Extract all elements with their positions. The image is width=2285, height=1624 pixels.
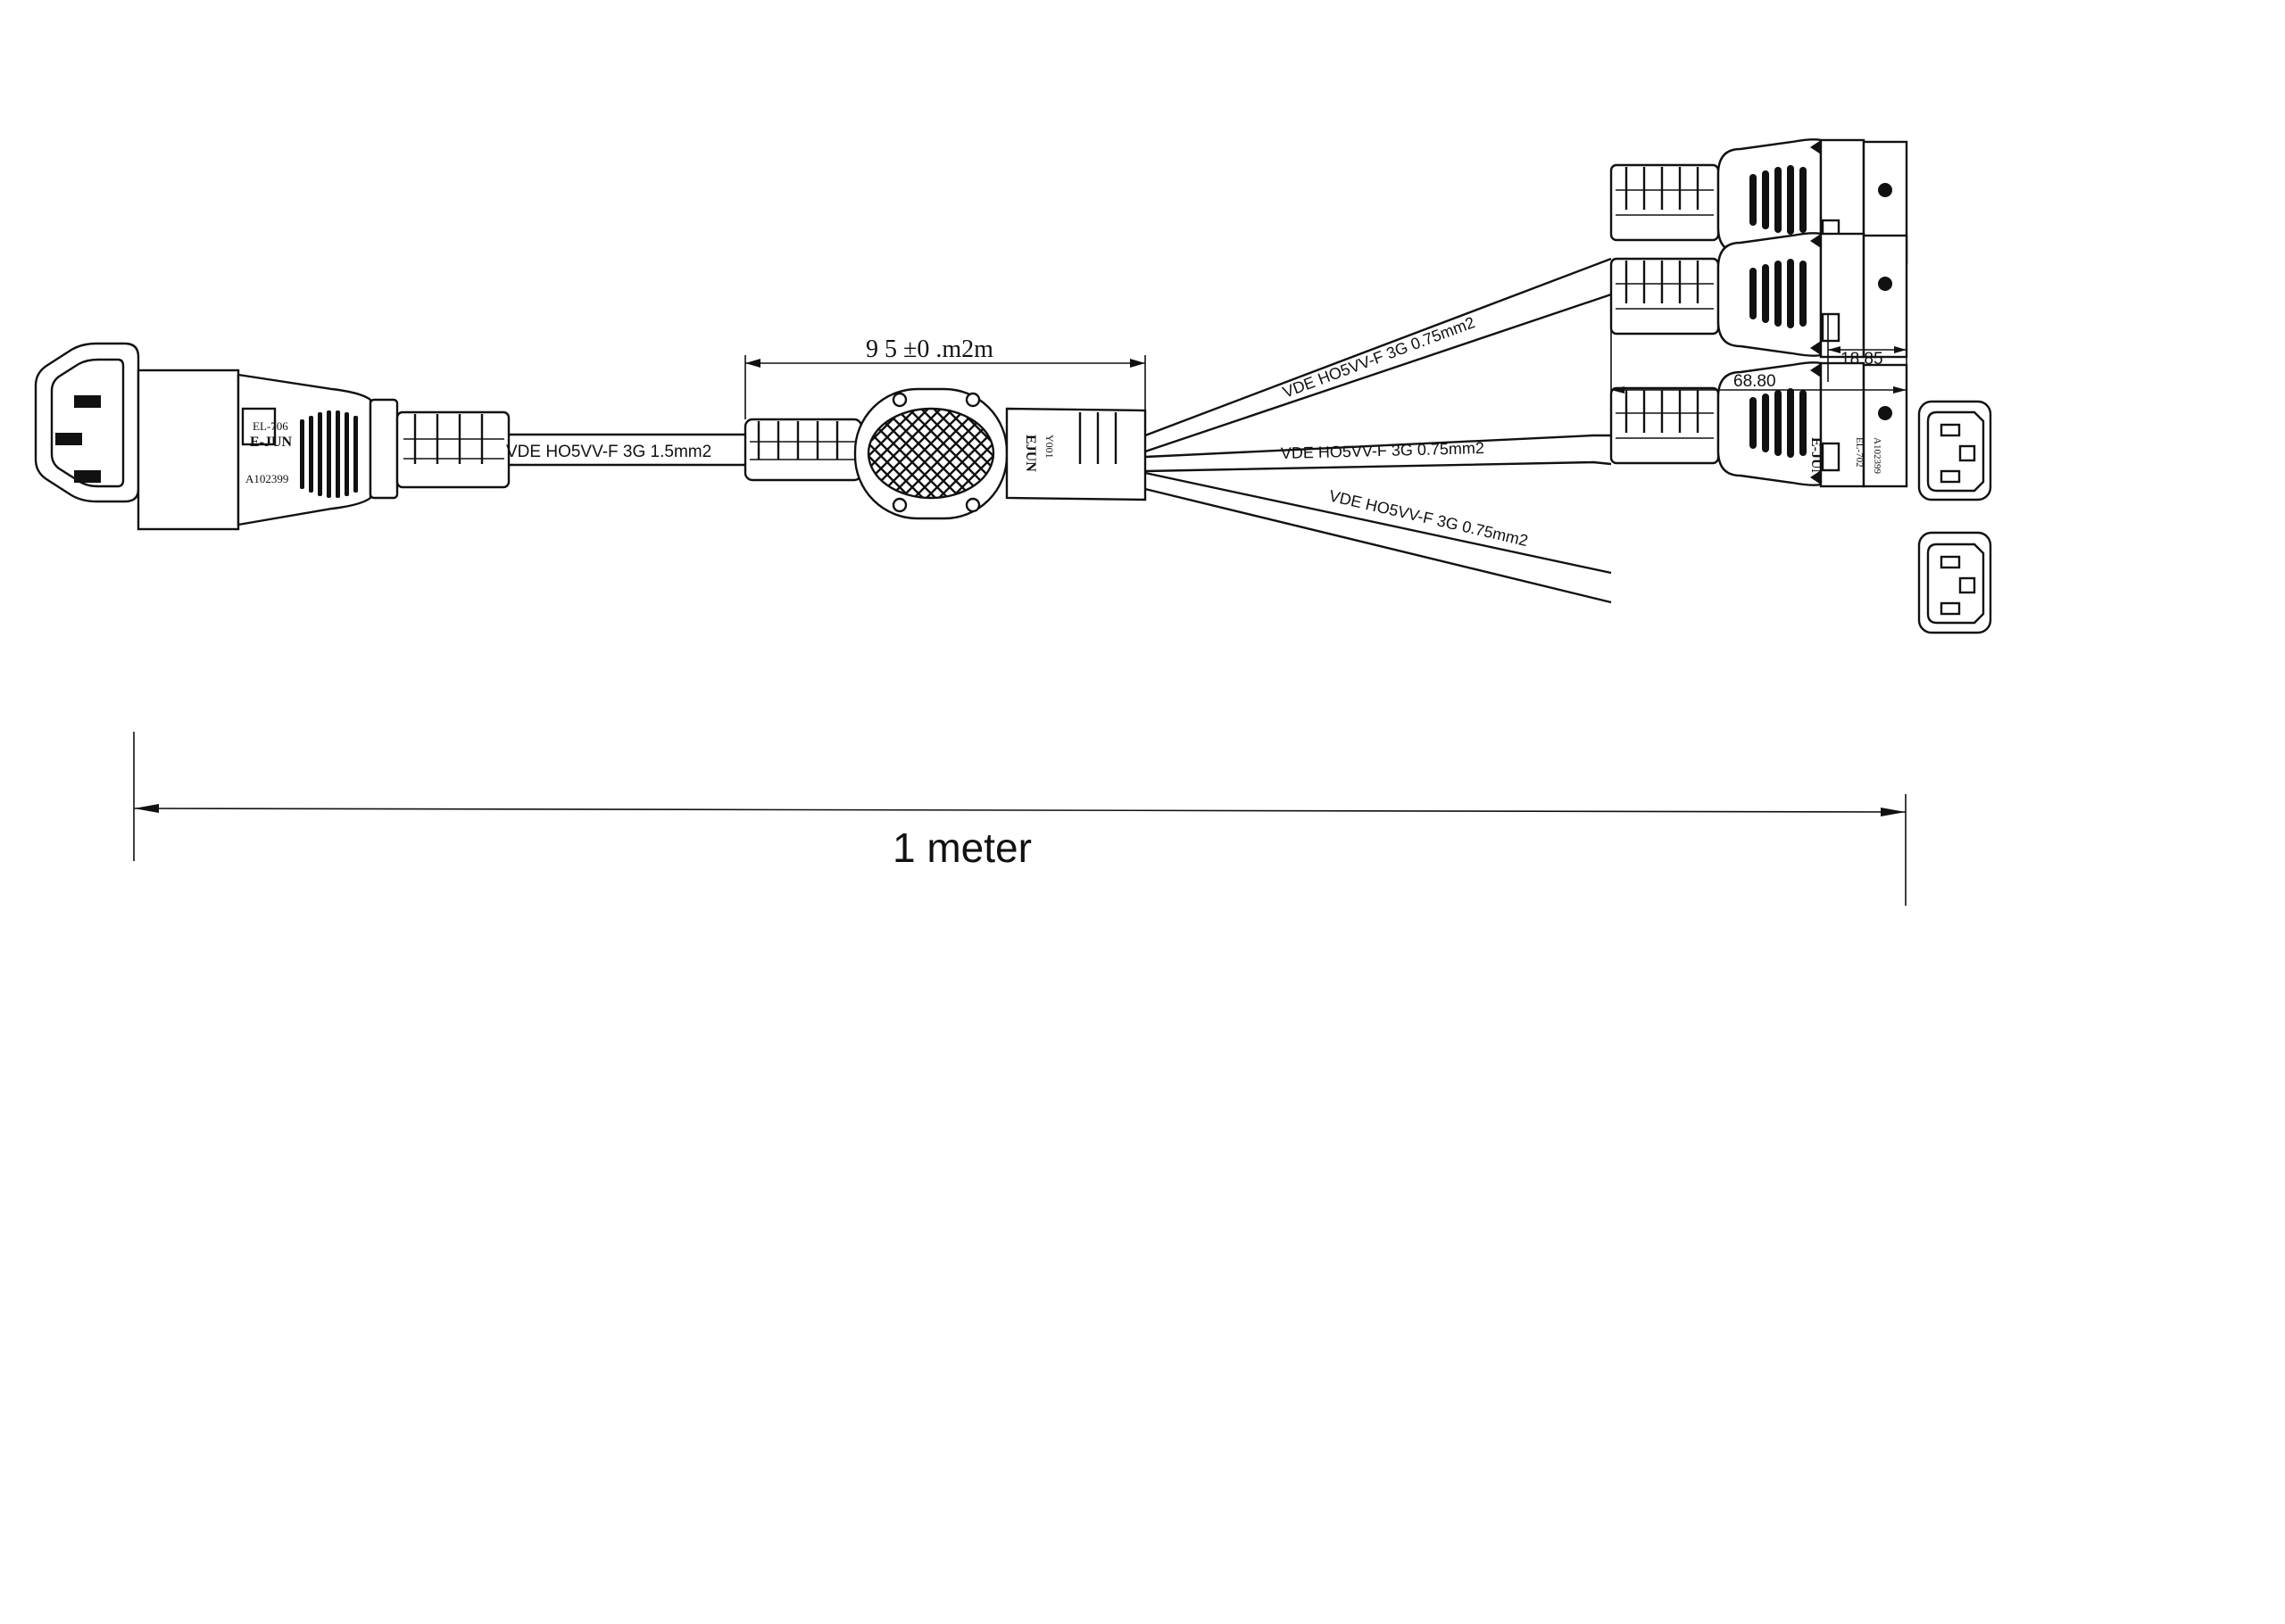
length-label: 1 meter xyxy=(893,824,1032,871)
cable-branch-middle-label: VDE HO5VV-F 3G 0.75mm2 xyxy=(1281,439,1485,462)
left-plug-model: EL-706 xyxy=(253,419,288,433)
splitter-dimension: 9 5 ±0 .m2m xyxy=(744,336,1146,419)
plug-dimensions: 18.85 68.80 xyxy=(1610,314,1907,394)
splitter-code: Y001 xyxy=(1043,435,1056,459)
main-cable xyxy=(509,433,745,467)
cable-main-label: VDE HO5VV-F 3G 1.5mm2 xyxy=(506,443,711,461)
branch-plug-labels: E-JUN EL-702 A102399 xyxy=(1808,437,1882,480)
c14-plug-body: EL-706 E-JUN A102399 xyxy=(237,373,372,526)
splitter-dimension-label: 9 5 ±0 .m2m xyxy=(866,336,993,363)
c14-plug-shroud xyxy=(137,369,240,531)
branch-plug-code: A102399 xyxy=(1872,437,1882,474)
y-splitter: EJUN Y001 xyxy=(744,387,1147,520)
overall-length-dimension: 1 meter xyxy=(133,732,1907,906)
c14-strain-relief xyxy=(369,398,511,500)
c13-socket-face-middle xyxy=(1917,400,1992,501)
dimension-68-80: 68.80 xyxy=(1733,372,1776,391)
branch-plug-brand: E-JUN xyxy=(1808,437,1824,480)
left-plug-code: A102399 xyxy=(245,472,288,485)
branch-plug-model: EL-702 xyxy=(1854,437,1865,468)
c14-inlet-face xyxy=(34,342,140,503)
splitter-brand: EJUN xyxy=(1023,435,1038,472)
branch-plug-middle xyxy=(1609,232,1908,359)
c13-socket-face-bottom xyxy=(1917,531,1992,634)
branch-cables xyxy=(1144,257,1612,604)
left-plug-brand: E-JUN xyxy=(250,435,293,450)
dimension-18-85: 18.85 xyxy=(1840,350,1883,369)
cable-branch-top-label: VDE HO5VV-F 3G 0.75mm2 xyxy=(1280,313,1477,402)
